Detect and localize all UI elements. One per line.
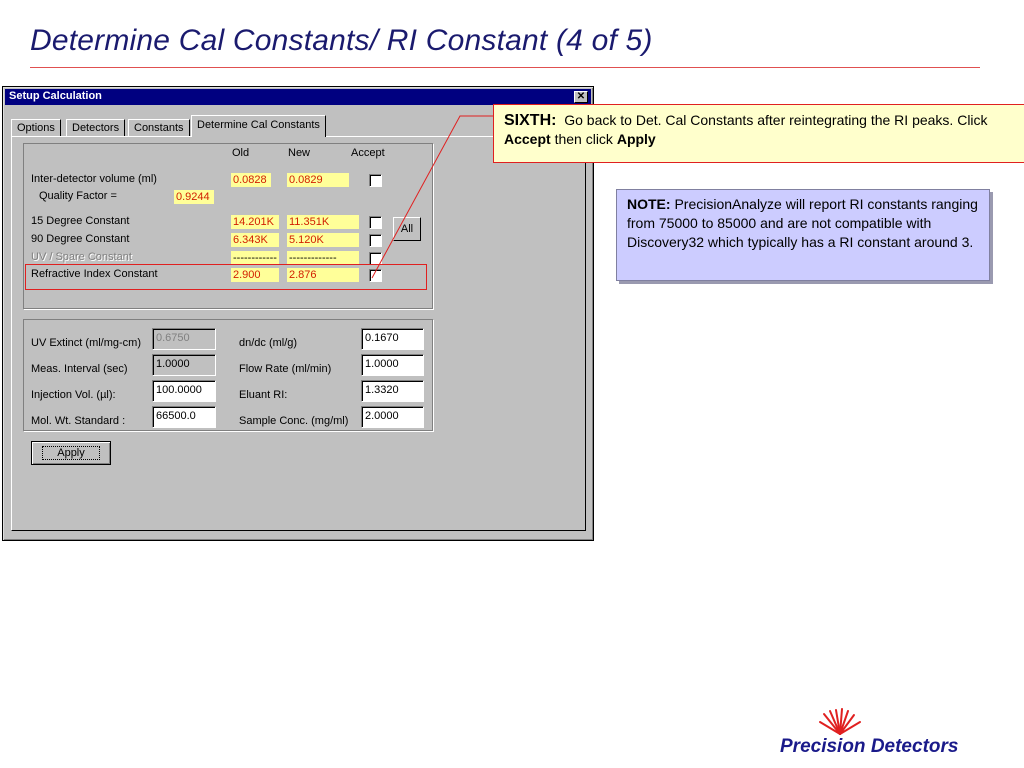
- tab-determine-cal-constants[interactable]: Determine Cal Constants: [191, 115, 326, 137]
- meas-interval-label: Meas. Interval (sec): [31, 363, 128, 375]
- slide-title: Determine Cal Constants/ RI Constant (4 …: [30, 24, 653, 57]
- note-heading: NOTE:: [627, 196, 671, 212]
- interdetector-old: 0.0828: [231, 173, 271, 187]
- sixth-text-1: Go back to Det. Cal Constants after rein…: [564, 112, 988, 128]
- ri-constant-label: Refractive Index Constant: [31, 268, 158, 280]
- column-new: New: [288, 147, 311, 159]
- deg15-old: 14.201K: [231, 215, 279, 229]
- note-callout: NOTE: PrecisionAnalyze will report RI co…: [616, 189, 990, 281]
- dndc-input[interactable]: 0.1670: [361, 328, 424, 350]
- deg15-accept-checkbox[interactable]: [369, 216, 382, 229]
- ri-row-highlight: [25, 264, 427, 290]
- flow-rate-label: Flow Rate (ml/min): [239, 363, 332, 375]
- deg90-label: 90 Degree Constant: [31, 233, 130, 245]
- logo-burst-icon: [819, 708, 861, 735]
- tab-constants[interactable]: Constants: [128, 119, 190, 137]
- note-text: PrecisionAnalyze will report RI constant…: [627, 196, 978, 250]
- eluant-ri-input[interactable]: 1.3320: [361, 380, 424, 402]
- parameters-group: [23, 319, 433, 431]
- apply-button[interactable]: Apply: [31, 441, 111, 465]
- ri-constant-new: 2.876: [287, 268, 359, 282]
- logo-text: Precision Detectors: [780, 736, 959, 757]
- sample-conc-input[interactable]: 2.0000: [361, 406, 424, 428]
- interdetector-new: 0.0829: [287, 173, 349, 187]
- title-rule: [30, 67, 980, 68]
- eluant-ri-label: Eluant RI:: [239, 389, 288, 401]
- sixth-text-2: then click: [550, 131, 617, 147]
- ri-constant-old: 2.900: [231, 268, 279, 282]
- all-button[interactable]: All: [393, 217, 421, 241]
- injection-vol-input[interactable]: 100.0000: [152, 380, 216, 402]
- mol-wt-standard-input[interactable]: 66500.0: [152, 406, 216, 428]
- injection-vol-label: Injection Vol. (µl):: [31, 389, 116, 401]
- deg15-new: 11.351K: [287, 215, 359, 229]
- uvspare-new: -------------: [287, 251, 359, 265]
- flow-rate-input[interactable]: 1.0000: [361, 354, 424, 376]
- deg90-old: 6.343K: [231, 233, 279, 247]
- meas-interval-input[interactable]: 1.0000: [152, 354, 216, 376]
- mol-wt-standard-label: Mol. Wt. Standard :: [31, 415, 126, 427]
- column-accept: Accept: [351, 147, 385, 159]
- quality-factor-label: Quality Factor =: [39, 190, 117, 202]
- uvspare-old: -------------: [231, 251, 279, 278]
- deg90-new: 5.120K: [287, 233, 359, 247]
- uv-extinct-label: UV Extinct (ml/mg-cm): [31, 337, 141, 349]
- dialog-titlebar: Setup Calculation ✕: [5, 89, 591, 105]
- precision-detectors-logo: Precision Detectors: [778, 708, 1018, 764]
- dndc-label: dn/dc (ml/g): [239, 337, 298, 349]
- sixth-callout: SIXTH: Go back to Det. Cal Constants aft…: [493, 104, 1024, 163]
- deg15-label: 15 Degree Constant: [31, 215, 130, 227]
- uv-extinct-input[interactable]: 0.6750: [152, 328, 216, 350]
- sixth-apply: Apply: [616, 131, 656, 147]
- dialog-title: Setup Calculation: [9, 90, 102, 102]
- quality-factor-value: 0.9244: [174, 190, 214, 204]
- sixth-accept: Accept: [504, 131, 551, 147]
- sample-conc-label: Sample Conc. (mg/ml): [239, 415, 349, 427]
- interdetector-label: Inter-detector volume (ml): [31, 173, 157, 185]
- sixth-heading: SIXTH:: [504, 112, 557, 129]
- uvspare-label: UV / Spare Constant: [31, 251, 132, 263]
- column-old: Old: [232, 147, 250, 159]
- deg90-accept-checkbox[interactable]: [369, 234, 382, 247]
- apply-button-label: Apply: [42, 446, 100, 460]
- tab-options[interactable]: Options: [11, 119, 61, 137]
- tab-detectors[interactable]: Detectors: [66, 119, 126, 137]
- close-icon[interactable]: ✕: [574, 91, 588, 103]
- interdetector-accept-checkbox[interactable]: [369, 174, 382, 187]
